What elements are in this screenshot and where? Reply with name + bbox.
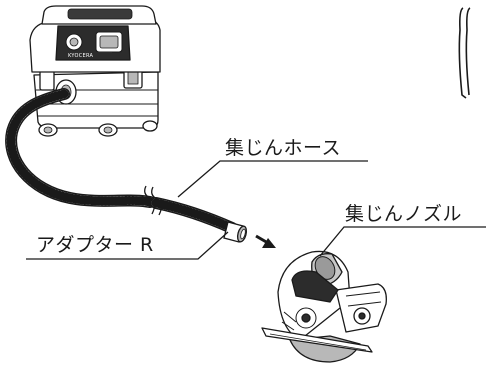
leader-lines <box>26 160 486 260</box>
hose-leader <box>177 160 368 198</box>
adapter-leader <box>26 231 229 260</box>
arrow-right-down-icon <box>255 234 276 248</box>
circular-saw <box>261 250 387 363</box>
page-bracket-icon <box>458 7 471 99</box>
hose-label: 集じんホース <box>225 137 342 159</box>
adapter-r <box>223 221 248 243</box>
nozzle-label: 集じんノズル <box>345 203 463 225</box>
dust-extractor: KYOCERA <box>29 5 161 137</box>
dust-hose <box>5 88 238 234</box>
nozzle-leader <box>319 226 486 257</box>
break-mark-icon <box>144 185 163 216</box>
brand-logo: KYOCERA <box>68 53 94 59</box>
adapter-label: アダプター R <box>36 234 154 256</box>
